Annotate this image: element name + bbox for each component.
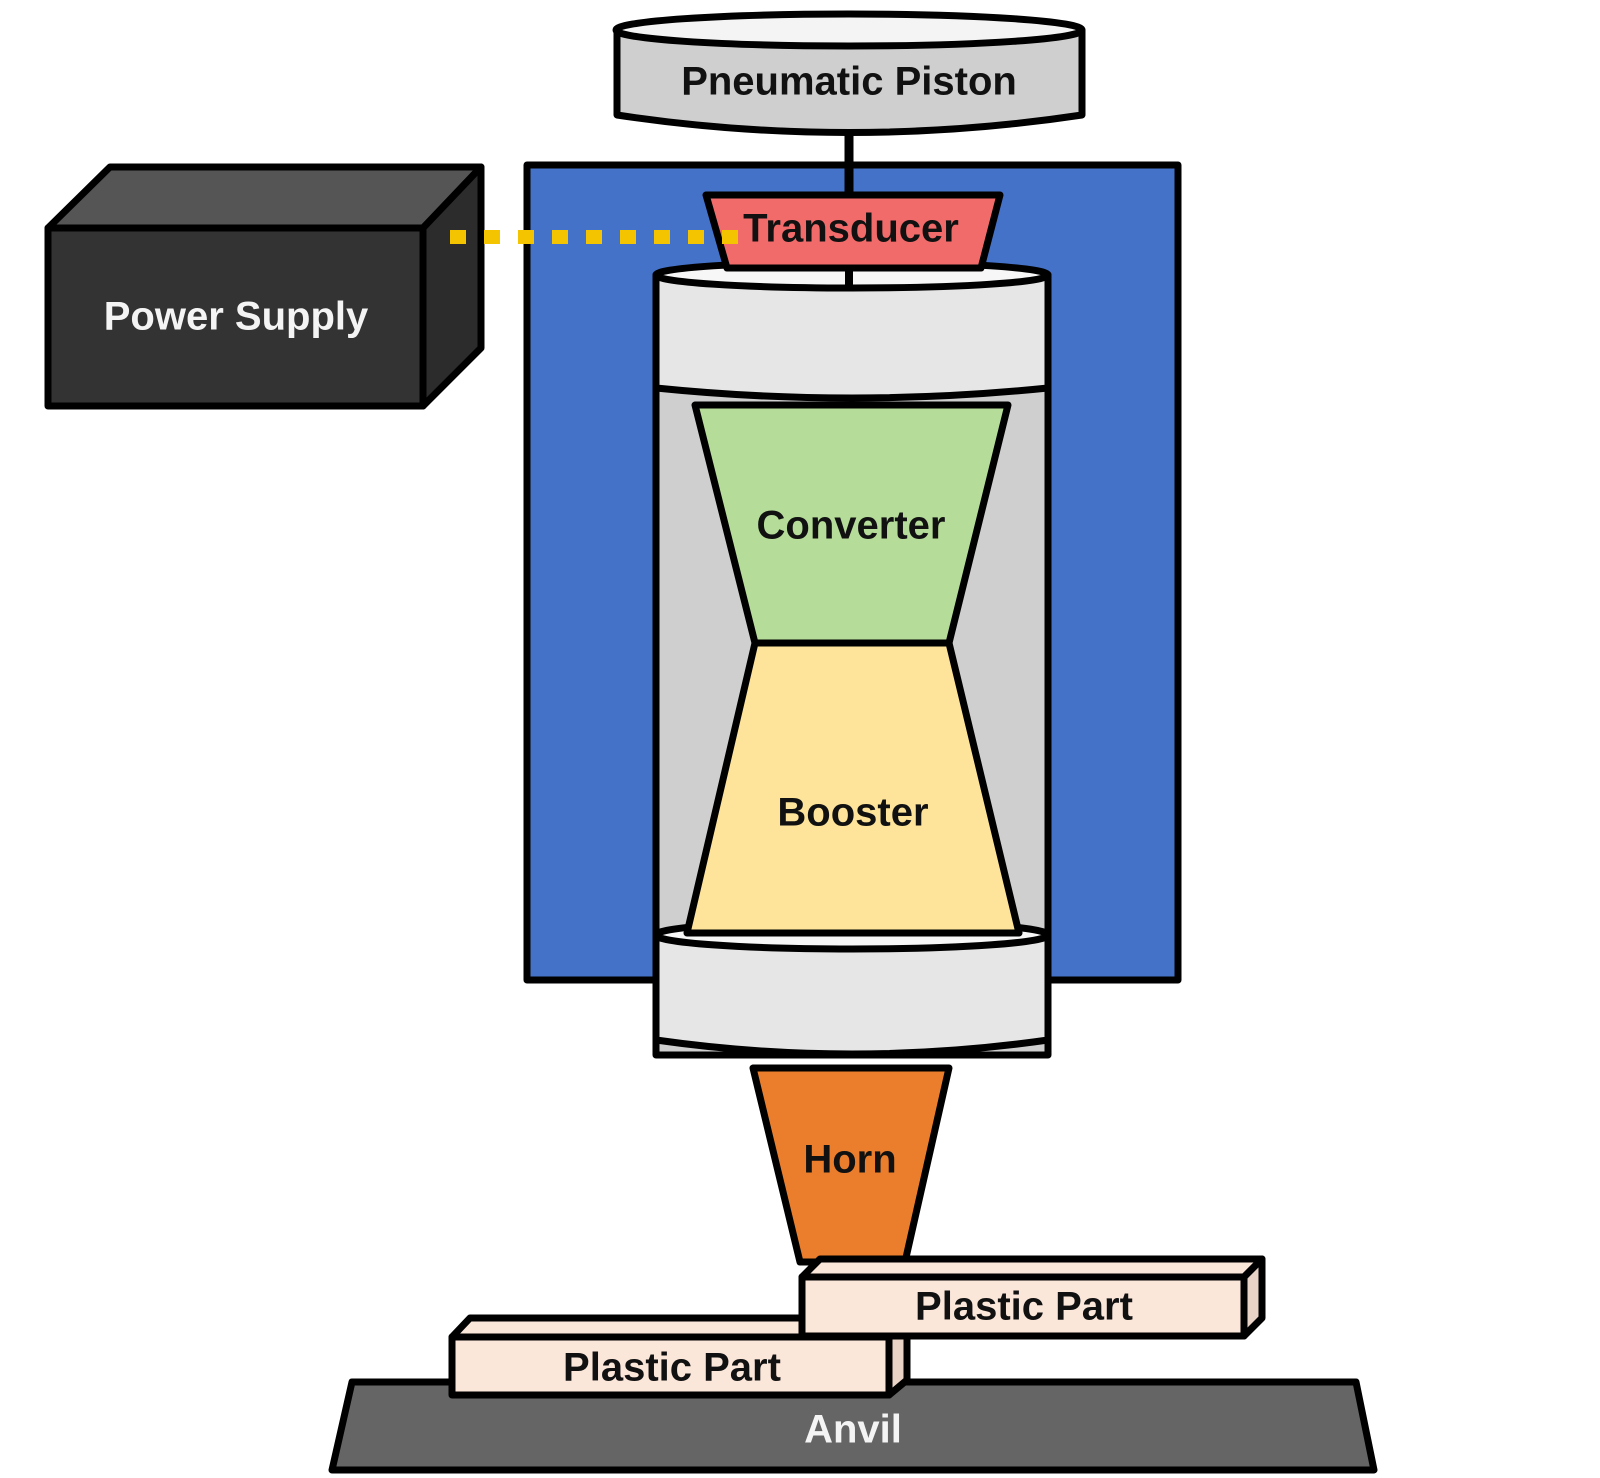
plastic-part-top: Plastic Part: [798, 1255, 1266, 1340]
horn-label: Horn: [803, 1138, 896, 1182]
anvil: Anvil: [328, 1378, 1378, 1474]
transducer: Transducer: [702, 191, 1004, 290]
pneumatic-piston-label: Pneumatic Piston: [681, 60, 1017, 104]
plastic-part-bottom: Plastic Part: [448, 1314, 911, 1399]
plastic-part-top-label: Plastic Part: [915, 1285, 1133, 1329]
horn: Horn: [749, 1064, 953, 1266]
converter-label: Converter: [757, 504, 946, 548]
plastic-part-bottom-label: Plastic Part: [563, 1346, 781, 1390]
booster-label: Booster: [777, 791, 928, 835]
anvil-label: Anvil: [804, 1408, 902, 1452]
transducer-label: Transducer: [743, 207, 959, 251]
power-supply: Power Supply: [44, 163, 485, 410]
pneumatic-piston: Pneumatic Piston: [612, 10, 1086, 136]
booster: Booster: [683, 639, 1023, 937]
power-supply-label: Power Supply: [104, 295, 369, 339]
